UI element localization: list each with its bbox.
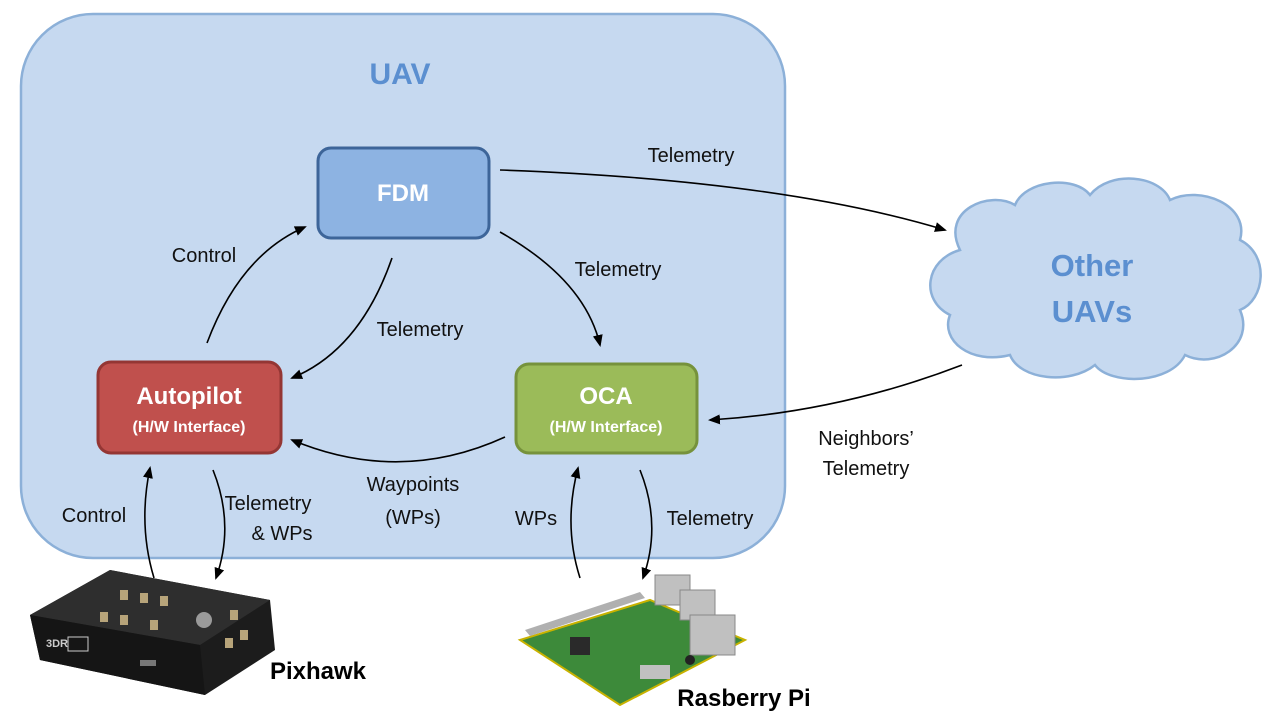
edge-label-rpi-wps: WPs [515, 508, 557, 530]
uav-title: UAV [369, 58, 430, 91]
fdm-title: FDM [377, 180, 429, 207]
autopilot-title: Autopilot [136, 383, 241, 410]
arrow-pixhawk-to-autopilot [143, 466, 155, 579]
edge-label-pixhawk-telemetry: Telemetry [225, 493, 312, 515]
oca-subtitle: (H/W Interface) [550, 419, 663, 436]
edge-label-fdm-other: Telemetry [648, 145, 735, 167]
arrow-fdm-to-other [499, 169, 947, 232]
pixhawk-image: 3DR [30, 570, 275, 695]
raspberry-pi-label: Rasberry Pi [677, 685, 810, 712]
arrow-oca-to-autopilot [290, 436, 506, 463]
arrow-oca-to-rpi [639, 469, 653, 580]
autopilot-subtitle: (H/W Interface) [133, 419, 246, 436]
other-uavs-label-2: UAVs [1052, 294, 1132, 329]
edge-label-fdm-oca: Telemetry [575, 259, 662, 281]
edge-label-rpi-telemetry: Telemetry [667, 508, 754, 530]
raspberry-pi-image [517, 574, 748, 707]
fdm-node: FDM [316, 146, 491, 240]
other-uavs-cloud: Other UAVs [929, 177, 1262, 381]
edge-label-wps: (WPs) [385, 507, 441, 529]
arrow-fdm-to-autopilot [290, 257, 393, 379]
oca-node: OCA (H/W Interface) [514, 362, 699, 455]
arrow-other-to-oca [708, 364, 963, 425]
edge-label-autopilot-fdm: Control [172, 245, 236, 267]
other-uavs-label: Other [1051, 248, 1134, 283]
arrow-rpi-to-oca [570, 466, 581, 579]
edge-label-pixhawk-control: Control [62, 505, 126, 527]
edge-label-waypoints: Waypoints [367, 474, 460, 496]
autopilot-node: Autopilot (H/W Interface) [96, 360, 283, 455]
arrow-autopilot-to-fdm [206, 226, 307, 344]
arrow-autopilot-to-pixhawk [212, 469, 226, 580]
edge-label-neighbors: Neighbors’ [818, 428, 914, 450]
edge-label-pixhawk-wps: & WPs [251, 523, 312, 545]
arrow-fdm-to-oca [499, 231, 603, 347]
oca-title: OCA [579, 383, 632, 410]
pixhawk-label: Pixhawk [270, 658, 367, 685]
edge-label-fdm-autopilot: Telemetry [377, 319, 464, 341]
svg-text:3DR: 3DR [46, 638, 68, 650]
edge-label-neighbors-telemetry: Telemetry [823, 458, 910, 480]
